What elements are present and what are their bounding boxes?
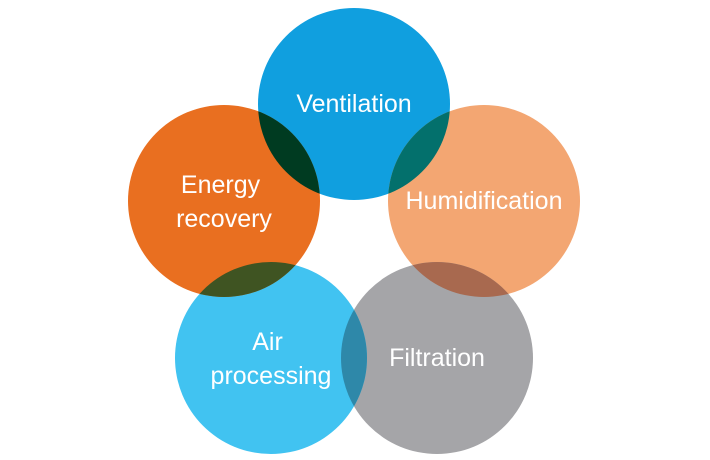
overlap-ventilation-humidification xyxy=(388,105,450,200)
energy-recovery-label: Energy recovery xyxy=(176,171,272,233)
air-processing-label-line-1: Air xyxy=(252,328,283,356)
humidification-label: Humidification xyxy=(405,187,562,215)
air-processing-label: Air processing xyxy=(211,328,332,390)
ventilation-label: Ventilation xyxy=(296,90,411,118)
filtration-circle xyxy=(341,262,533,454)
energy-recovery-label-line-1: Energy xyxy=(181,171,261,199)
energy-recovery-label-line-2: recovery xyxy=(176,205,272,233)
overlap-ventilation-energy-recovery xyxy=(258,105,320,200)
air-processing-label-line-2: processing xyxy=(211,362,332,390)
air-processing-circle xyxy=(175,262,367,454)
filtration-label: Filtration xyxy=(389,344,485,372)
